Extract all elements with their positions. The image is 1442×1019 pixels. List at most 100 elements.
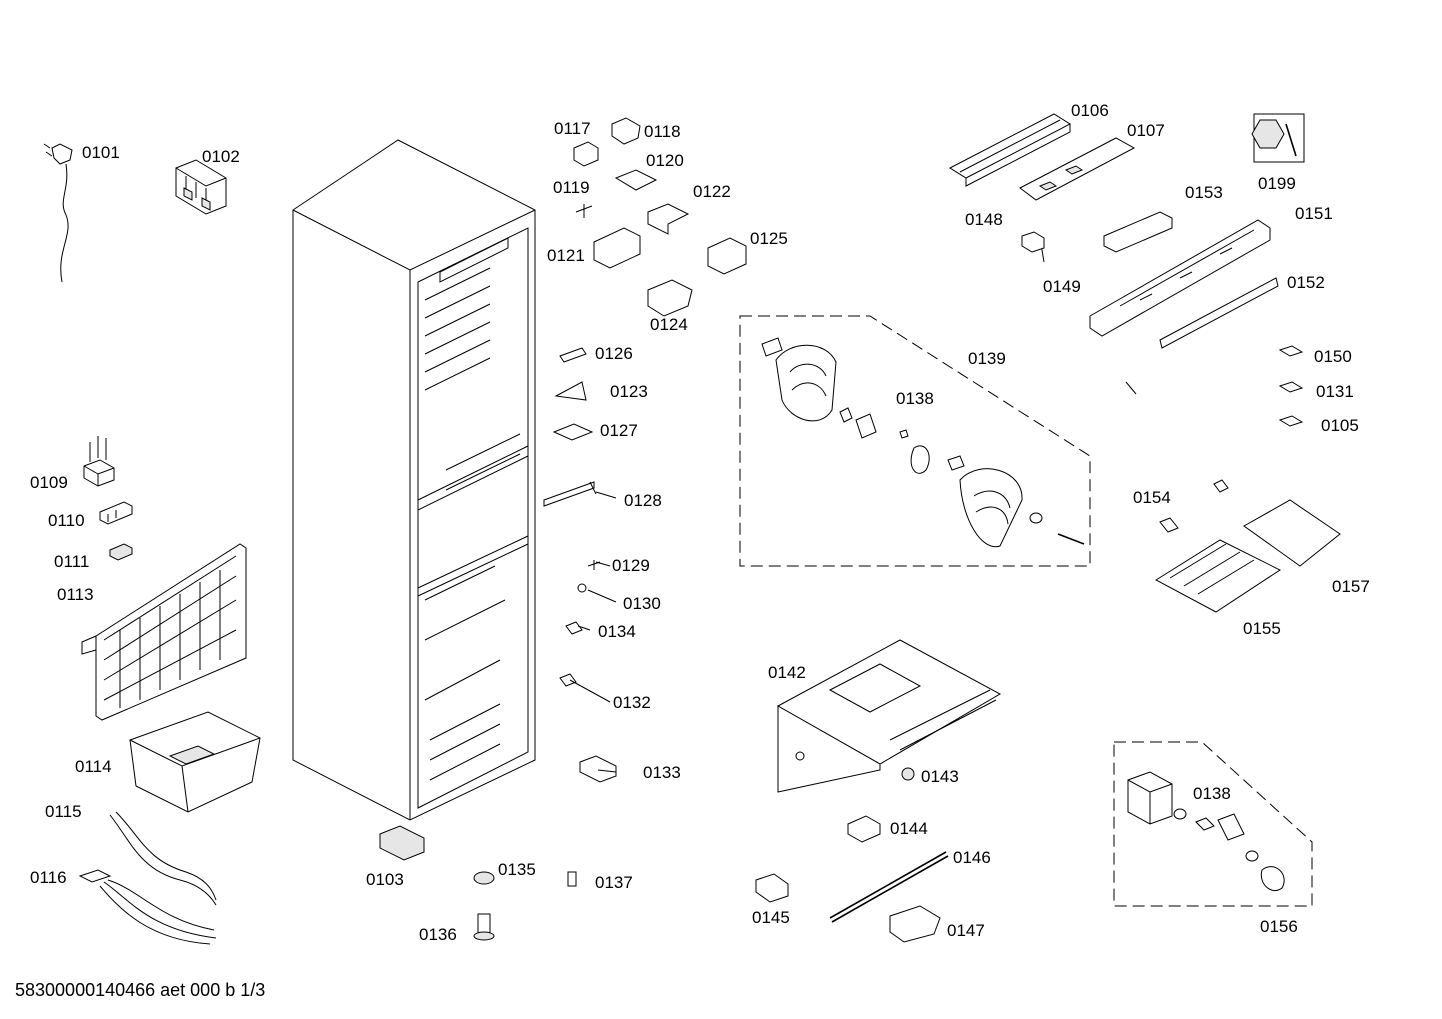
label-0110: 0110 xyxy=(48,511,85,530)
part-0143 xyxy=(901,767,915,781)
assembly-0139-fan xyxy=(739,315,1091,567)
label-0136: 0136 xyxy=(419,925,457,944)
label-0115: 0115 xyxy=(45,802,82,821)
label-0137: 0137 xyxy=(595,873,633,892)
label-0119: 0119 xyxy=(553,178,590,197)
label-0113: 0113 xyxy=(57,585,94,604)
part-0111-clip xyxy=(109,543,133,561)
service-icon-0199 xyxy=(1251,113,1305,163)
label-0139: 0139 xyxy=(968,349,1006,368)
label-0121: 0121 xyxy=(547,246,585,265)
label-0154: 0154 xyxy=(1133,488,1171,507)
part-0119 xyxy=(575,204,593,218)
label-0109: 0109 xyxy=(30,473,68,492)
label-0144: 0144 xyxy=(890,819,928,838)
part-0110-connector-cover xyxy=(99,501,133,525)
label-0114: 0114 xyxy=(75,757,112,776)
part-0152-light-cover xyxy=(1159,277,1279,349)
part-0126 xyxy=(559,347,587,363)
part-0122 xyxy=(647,203,690,235)
part-0145 xyxy=(755,873,789,903)
label-0117: 0117 xyxy=(554,119,591,138)
label-0134: 0134 xyxy=(598,622,636,641)
label-0127: 0127 xyxy=(600,421,638,440)
part-0136 xyxy=(473,913,495,941)
label-0101: 0101 xyxy=(82,143,120,162)
label-0122: 0122 xyxy=(693,182,731,201)
part-0107-circuit-board xyxy=(1019,137,1136,201)
part-0151-light-housing xyxy=(1089,219,1271,337)
label-0149: 0149 xyxy=(1043,277,1081,296)
part-0129 xyxy=(587,560,601,570)
label-0120: 0120 xyxy=(646,151,684,170)
part-labels: 0101 0102 0109 0110 0111 0113 0114 0115 … xyxy=(30,101,1370,944)
part-0121 xyxy=(593,227,641,269)
part-0118 xyxy=(611,117,641,145)
part-0114-drip-tray xyxy=(129,711,261,813)
part-0117 xyxy=(573,141,599,167)
part-0115-cable xyxy=(109,811,217,906)
label-0135: 0135 xyxy=(498,860,536,879)
document-id-footer: 58300000140466 aet 000 b 1/3 xyxy=(15,980,266,1000)
part-0123 xyxy=(554,381,587,401)
part-0135 xyxy=(473,871,495,885)
part-0105 xyxy=(1278,415,1304,427)
part-0137 xyxy=(567,871,577,887)
part-0147 xyxy=(889,905,941,943)
label-0143: 0143 xyxy=(921,767,959,786)
label-0128: 0128 xyxy=(624,491,662,510)
label-0151: 0151 xyxy=(1295,204,1333,223)
label-0106: 0106 xyxy=(1071,101,1109,120)
part-0106-control-panel xyxy=(948,113,1072,187)
label-0111: 0111 xyxy=(54,552,89,571)
label-0123: 0123 xyxy=(610,382,648,401)
label-0130: 0130 xyxy=(623,594,661,613)
label-0157: 0157 xyxy=(1332,577,1370,596)
part-0142-base-plate xyxy=(776,639,1002,793)
label-0116: 0116 xyxy=(30,868,67,887)
part-0133 xyxy=(579,755,617,783)
label-0102: 0102 xyxy=(202,147,240,166)
assembly-0156 xyxy=(1113,741,1313,907)
part-0102-terminal-block xyxy=(175,159,227,215)
label-0152: 0152 xyxy=(1287,273,1325,292)
part-0134 xyxy=(565,621,583,635)
label-0133: 0133 xyxy=(643,763,681,782)
label-0118: 0118 xyxy=(644,122,681,141)
label-0126: 0126 xyxy=(595,344,633,363)
label-0138-fan: 0138 xyxy=(896,389,934,408)
label-0156: 0156 xyxy=(1260,917,1298,936)
part-0116-wire-harness xyxy=(78,869,217,945)
label-0155: 0155 xyxy=(1243,619,1281,638)
part-0128 xyxy=(543,481,597,507)
part-0101-power-cord xyxy=(43,143,73,283)
label-0124: 0124 xyxy=(650,315,688,334)
label-0146: 0146 xyxy=(953,848,991,867)
part-0150 xyxy=(1278,345,1304,357)
part-0125 xyxy=(707,237,747,275)
label-0145: 0145 xyxy=(752,908,790,927)
label-0107: 0107 xyxy=(1127,121,1165,140)
label-0132: 0132 xyxy=(613,693,651,712)
part-0120 xyxy=(614,169,658,191)
part-0153 xyxy=(1103,211,1173,253)
label-0103: 0103 xyxy=(366,870,404,889)
part-0157-cover xyxy=(1243,499,1341,567)
part-0130 xyxy=(577,583,587,593)
part-0144 xyxy=(847,815,881,843)
part-0132 xyxy=(559,673,577,687)
part-0113-condenser xyxy=(81,543,247,721)
part-0127 xyxy=(552,423,594,441)
part-0154 xyxy=(1159,479,1229,533)
label-0142: 0142 xyxy=(768,663,806,682)
part-0146 xyxy=(829,851,949,923)
label-0125: 0125 xyxy=(750,229,788,248)
label-0129: 0129 xyxy=(612,556,650,575)
label-0138-assembly: 0138 xyxy=(1193,784,1231,803)
label-0199: 0199 xyxy=(1258,174,1296,193)
label-0131: 0131 xyxy=(1316,382,1354,401)
part-0131 xyxy=(1278,381,1304,393)
label-0150: 0150 xyxy=(1314,347,1352,366)
part-0148 xyxy=(1021,231,1045,253)
